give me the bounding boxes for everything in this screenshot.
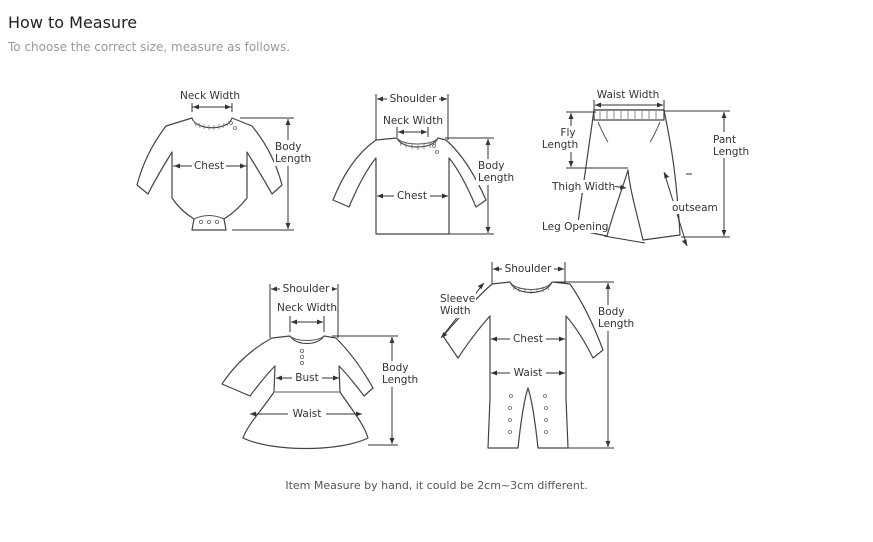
- label-chest: Chest: [397, 190, 427, 202]
- label-pant-length-line2: Length: [713, 146, 749, 158]
- romper-outline: [442, 281, 604, 449]
- bodysuit-figure: [136, 117, 283, 231]
- dress-bust-dim: Bust: [276, 371, 339, 384]
- label-bust: Bust: [295, 372, 318, 384]
- tee-figure: [332, 137, 487, 235]
- label-body-length-line1: Body: [382, 362, 409, 374]
- label-chest: Chest: [194, 160, 224, 172]
- bodysuit-body-length-dim: Body Length: [232, 117, 312, 231]
- label-body-length-line1: Body: [275, 141, 302, 153]
- pants-length-dim: Pant Length: [664, 110, 752, 238]
- bodysuit-chest-dim: Chest: [173, 159, 247, 172]
- label-waist-width: Waist Width: [597, 89, 660, 101]
- romper-body-length-dim: Body Length: [555, 281, 636, 449]
- label-neck-width: Neck Width: [180, 90, 240, 102]
- footer-note: Item Measure by hand, it could be 2cm~3c…: [285, 479, 588, 492]
- label-neck-width: Neck Width: [383, 115, 443, 127]
- label-waist: Waist: [293, 408, 322, 420]
- label-waist: Waist: [514, 367, 543, 379]
- romper-waist-dim: Waist: [491, 366, 565, 379]
- bodysuit-outline: [136, 117, 283, 231]
- label-body-length-line2: Length: [598, 318, 634, 330]
- label-neck-width: Neck Width: [277, 302, 337, 314]
- label-shoulder: Shoulder: [390, 93, 437, 105]
- label-sleeve-width-line2: Width: [440, 305, 471, 317]
- label-shoulder: Shoulder: [283, 283, 330, 295]
- label-sleeve-width-line1: Sleeve: [440, 293, 475, 305]
- dress-body-length-dim: Body Length: [332, 335, 420, 446]
- romper-sleeve-width-dim: Sleeve Width: [438, 282, 485, 339]
- dress-shoulder-dim: Shoulder: [269, 282, 339, 338]
- label-fly-length-line1: Fly: [560, 127, 575, 139]
- pants-leg-opening-dim: Leg Opening: [541, 220, 646, 244]
- romper-shoulder-dim: Shoulder: [491, 262, 566, 284]
- dress-neck-width-dim: Neck Width: [277, 302, 337, 332]
- page-title: How to Measure: [8, 13, 138, 32]
- dress-figure: [221, 335, 374, 450]
- label-fly-length-line2: Length: [542, 139, 578, 151]
- romper-figure: [442, 281, 604, 449]
- label-body-length-line2: Length: [275, 153, 311, 165]
- label-shoulder: Shoulder: [505, 263, 552, 275]
- tee-neck-width-dim: Neck Width: [383, 115, 443, 137]
- tee-chest-dim: Chest: [377, 189, 448, 202]
- label-chest: Chest: [513, 333, 543, 345]
- label-thigh-width: Thigh Width: [551, 181, 615, 193]
- bodysuit-neck-width-dim: Neck Width: [180, 90, 240, 112]
- tee-body-length-dim: Body Length: [445, 137, 516, 235]
- label-outseam: outseam: [672, 202, 718, 214]
- tee-outline: [332, 137, 487, 235]
- pants-outseam-dim: outseam: [663, 171, 718, 247]
- label-pant-length-line1: Pant: [713, 134, 736, 146]
- pants-waist-width-dim: Waist Width: [593, 89, 665, 110]
- page-subtitle: To choose the correct size, measure as f…: [8, 40, 291, 54]
- label-body-length-line1: Body: [478, 160, 505, 172]
- romper-chest-dim: Chest: [491, 332, 565, 345]
- dress-waist-dim: Waist: [250, 407, 362, 420]
- tee-shoulder-dim: Shoulder: [375, 92, 449, 140]
- pants-fly-length-dim: Fly Length: [540, 111, 628, 169]
- label-body-length-line2: Length: [478, 172, 514, 184]
- label-leg-opening: Leg Opening: [542, 221, 608, 233]
- label-body-length-line2: Length: [382, 374, 418, 386]
- label-body-length-line1: Body: [598, 306, 625, 318]
- pants-thigh-width-dim: Thigh Width: [551, 180, 627, 193]
